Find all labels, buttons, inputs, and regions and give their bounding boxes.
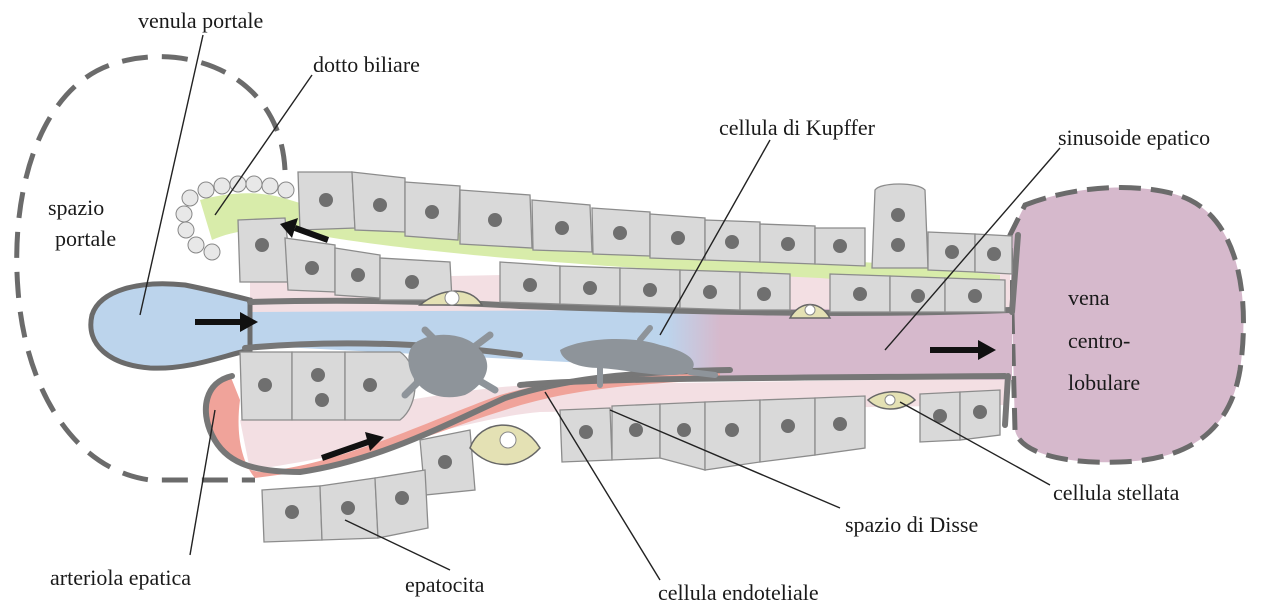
label-cellula-kupffer: cellula di Kupffer (719, 115, 876, 140)
label-cellula-endoteliale: cellula endoteliale (658, 580, 819, 605)
label-vena-centro-3: lobulare (1068, 370, 1140, 395)
hepatocytes-top (298, 172, 1012, 274)
label-vena-centro-1: vena (1068, 285, 1110, 310)
label-vena-centro-2: centro- (1068, 328, 1130, 353)
label-sinusoide-epatico: sinusoide epatico (1058, 125, 1210, 150)
label-dotto-biliare: dotto biliare (313, 52, 420, 77)
label-epatocita: epatocita (405, 572, 485, 597)
label-cellula-stellata: cellula stellata (1053, 480, 1180, 505)
hepatocytes-left-cluster (240, 352, 415, 420)
label-arteriola-epatica: arteriola epatica (50, 565, 191, 590)
lower-central-wall (1005, 376, 1008, 425)
label-spazio-portale-2: portale (55, 226, 116, 251)
label-venula-portale: venula portale (138, 8, 263, 33)
label-spazio-disse: spazio di Disse (845, 512, 978, 537)
label-spazio-portale-1: spazio (48, 195, 104, 220)
central-vein (1010, 188, 1243, 463)
portal-venule (91, 284, 250, 368)
